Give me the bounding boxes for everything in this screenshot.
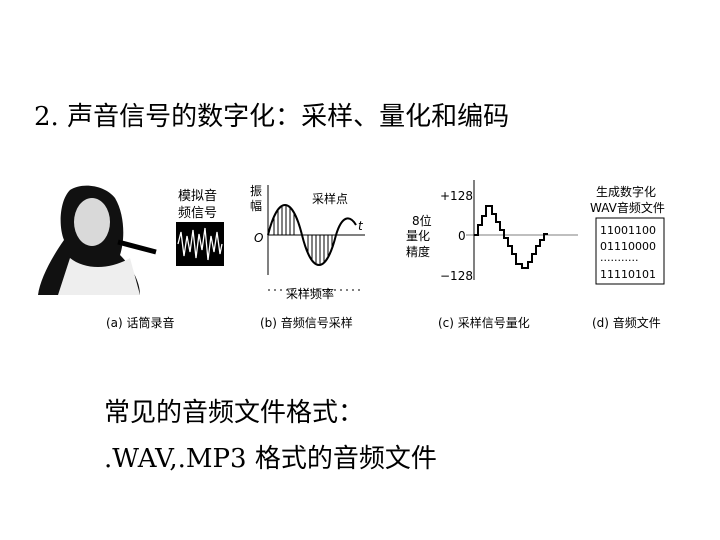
waveform-box [176,222,224,266]
y-label-1: 振 [250,184,262,198]
singer-illustration [38,186,156,295]
file-header-2: WAV音频文件 [590,200,665,215]
bits-row-2: 01110000 [600,240,656,253]
caption-d: (d) 音频文件 [592,314,661,331]
quant-bottom-value: −128 [440,269,473,283]
bits-row-3: ··········· [600,254,638,267]
digitization-figure: 模拟音 频信号 振 幅 O t 采样点 采样频率 [30,170,690,340]
file-header-1: 生成数字化 [596,184,656,199]
y-label-2: 幅 [250,198,262,213]
quantization-plot [466,180,578,280]
t-label: t [358,219,364,233]
bits-row-4: 11110101 [600,268,656,281]
caption-c: (c) 采样信号量化 [438,314,530,331]
quant-mid-value: 0 [458,229,466,243]
body-line-2: .WAV,.MP3 格式的音频文件 [104,438,437,475]
quant-top-value: +128 [440,189,473,203]
bits-row-1: 11001100 [600,224,656,237]
precision-label-1: 8位 [412,213,432,228]
slide-title: 2. 声音信号的数字化：采样、量化和编码 [34,96,509,133]
panel-a-label-2: 频信号 [178,206,217,221]
body-line-1: 常见的音频文件格式： [104,392,364,429]
precision-label-2: 量化 [406,229,430,243]
sample-point-label: 采样点 [312,191,348,206]
precision-label-3: 精度 [406,244,430,259]
origin-label: O [254,231,263,245]
caption-a: (a) 话筒录音 [106,314,175,331]
panel-a-label-1: 模拟音 [178,188,217,204]
sample-freq-label: 采样频率 [286,286,334,301]
caption-b: (b) 音频信号采样 [260,314,353,331]
